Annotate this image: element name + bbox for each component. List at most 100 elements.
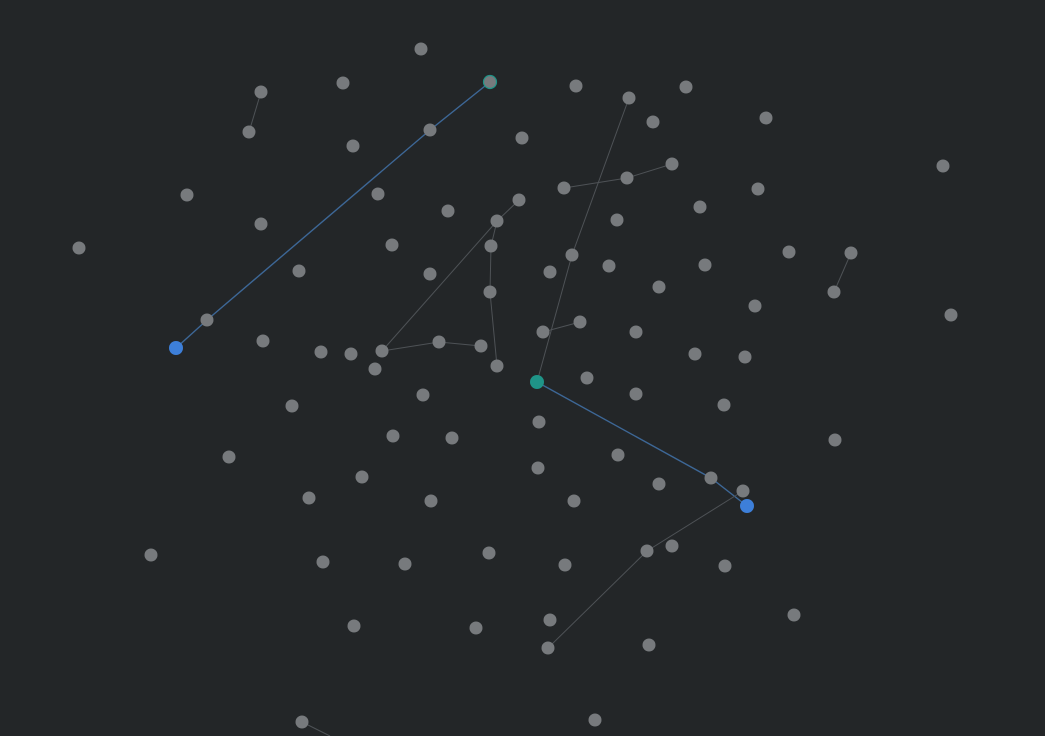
graph-node[interactable] (738, 350, 752, 364)
graph-node[interactable] (144, 548, 158, 562)
graph-node[interactable] (844, 246, 858, 260)
graph-node[interactable] (944, 308, 958, 322)
graph-node[interactable] (256, 334, 270, 348)
graph-node[interactable] (72, 241, 86, 255)
graph-node[interactable] (346, 139, 360, 153)
graph-edge (381, 341, 482, 352)
graph-node[interactable] (490, 214, 504, 228)
graph-node[interactable] (483, 285, 497, 299)
graph-node[interactable] (610, 213, 624, 227)
graph-node[interactable] (565, 248, 579, 262)
graph-node[interactable] (445, 431, 459, 445)
graph-node[interactable] (688, 347, 702, 361)
graph-node[interactable] (782, 245, 796, 259)
graph-node[interactable] (748, 299, 762, 313)
graph-node-blue[interactable] (169, 341, 183, 355)
graph-node[interactable] (385, 238, 399, 252)
graph-node[interactable] (474, 339, 488, 353)
graph-node[interactable] (423, 123, 437, 137)
graph-node[interactable] (222, 450, 236, 464)
graph-node[interactable] (828, 433, 842, 447)
graph-node[interactable] (543, 613, 557, 627)
graph-node[interactable] (679, 80, 693, 94)
graph-edge (489, 220, 498, 367)
graph-node[interactable] (512, 193, 526, 207)
graph-node[interactable] (423, 267, 437, 281)
graph-node[interactable] (827, 285, 841, 299)
graph-node[interactable] (532, 415, 546, 429)
graph-node[interactable] (629, 325, 643, 339)
graph-node[interactable] (652, 477, 666, 491)
graph-node[interactable] (665, 157, 679, 171)
graph-node[interactable] (588, 713, 602, 727)
graph-node[interactable] (432, 335, 446, 349)
graph-node[interactable] (414, 42, 428, 56)
graph-node[interactable] (759, 111, 773, 125)
graph-node[interactable] (515, 131, 529, 145)
graph-node[interactable] (490, 359, 504, 373)
graph-node[interactable] (620, 171, 634, 185)
graph-node-active[interactable] (530, 375, 544, 389)
graph-node[interactable] (640, 544, 654, 558)
graph-node[interactable] (787, 608, 801, 622)
graph-node[interactable] (543, 265, 557, 279)
graph-node[interactable] (375, 344, 389, 358)
graph-node[interactable] (254, 217, 268, 231)
graph-node[interactable] (316, 555, 330, 569)
graph-node[interactable] (629, 387, 643, 401)
graph-node[interactable] (482, 546, 496, 560)
graph-node[interactable] (569, 79, 583, 93)
graph-node[interactable] (622, 91, 636, 105)
graph-node[interactable] (424, 494, 438, 508)
graph-node[interactable] (736, 484, 750, 498)
graph-node[interactable] (717, 398, 731, 412)
graph-node[interactable] (336, 76, 350, 90)
graph-node[interactable] (242, 125, 256, 139)
graph-node[interactable] (693, 200, 707, 214)
graph-node[interactable] (344, 347, 358, 361)
graph-node[interactable] (347, 619, 361, 633)
graph-node[interactable] (314, 345, 328, 359)
graph-node[interactable] (718, 559, 732, 573)
graph-node[interactable] (398, 557, 412, 571)
graph-node[interactable] (652, 280, 666, 294)
graph-node[interactable] (704, 471, 718, 485)
graph-node[interactable] (541, 641, 555, 655)
graph-node[interactable] (936, 159, 950, 173)
graph-node[interactable] (573, 315, 587, 329)
graph-node[interactable] (531, 461, 545, 475)
graph-node[interactable] (302, 491, 316, 505)
graph-node[interactable] (642, 638, 656, 652)
graph-node[interactable] (751, 182, 765, 196)
graph-node[interactable] (484, 239, 498, 253)
graph-node[interactable] (200, 313, 214, 327)
graph-node[interactable] (646, 115, 660, 129)
graph-node[interactable] (536, 325, 550, 339)
graph-node[interactable] (611, 448, 625, 462)
graph-node[interactable] (580, 371, 594, 385)
graph-node[interactable] (602, 259, 616, 273)
graph-node[interactable] (355, 470, 369, 484)
graph-node[interactable] (558, 558, 572, 572)
graph-edge-highlighted (536, 381, 748, 507)
graph-node[interactable] (368, 362, 382, 376)
graph-node[interactable] (469, 621, 483, 635)
graph-node[interactable] (386, 429, 400, 443)
graph-node[interactable] (416, 388, 430, 402)
graph-node[interactable] (292, 264, 306, 278)
graph-node[interactable] (567, 494, 581, 508)
graph-node[interactable] (698, 258, 712, 272)
graph-node[interactable] (371, 187, 385, 201)
graph-node[interactable] (441, 204, 455, 218)
graph-node[interactable] (254, 85, 268, 99)
graph-node[interactable] (180, 188, 194, 202)
graph-edge (536, 97, 630, 383)
graph-node[interactable] (557, 181, 571, 195)
graph-node[interactable] (295, 715, 309, 729)
graph-edge (547, 490, 744, 649)
graph-node-blue[interactable] (740, 499, 754, 513)
graph-node[interactable] (285, 399, 299, 413)
graph-node[interactable] (482, 74, 498, 90)
graph-node[interactable] (665, 539, 679, 553)
